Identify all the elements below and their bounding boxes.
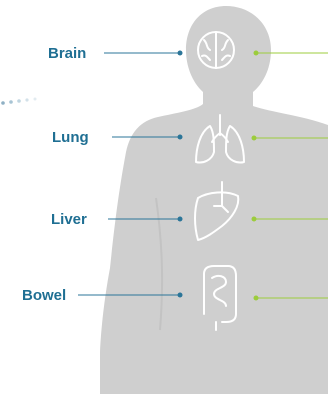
liver-label: Liver (51, 212, 87, 227)
decorative-dots (1, 98, 36, 105)
bowel-label: Bowel (22, 288, 66, 303)
brain-label: Brain (48, 46, 86, 61)
lung-connector-dot (178, 135, 183, 140)
bowel-connector-dot (178, 293, 183, 298)
human-silhouette (100, 6, 328, 394)
brain-connector-dot (178, 51, 183, 56)
lung-label: Lung (52, 130, 89, 145)
liver-connector-dot (178, 217, 183, 222)
